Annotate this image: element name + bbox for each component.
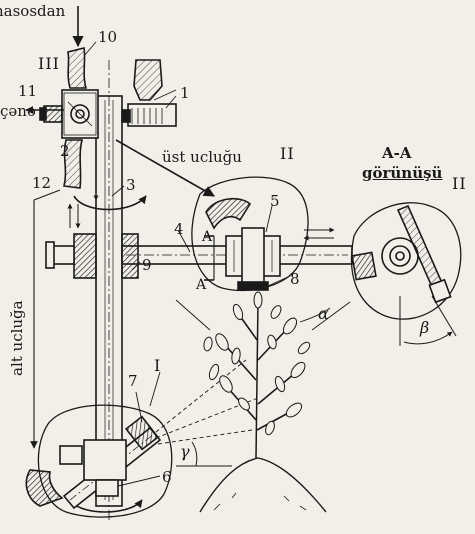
label-cene: çənə [0, 102, 36, 120]
label-gamma: γ [180, 442, 190, 461]
label-number-9: 9 [142, 256, 152, 274]
label-number-1: 1 [180, 84, 190, 102]
label-number-11: 11 [18, 82, 38, 100]
label-section-view: görünüşü [362, 164, 443, 182]
label-roman-II-main: II [280, 144, 295, 163]
label-section-title: A-A [382, 144, 412, 162]
label-beta: β [420, 318, 430, 337]
label-number-5: 5 [270, 192, 280, 210]
label-section-A-top: A [202, 229, 213, 245]
label-roman-III: III [38, 54, 60, 73]
vertical-column [95, 60, 123, 520]
upper-hose-10 [67, 47, 88, 89]
label-roman-II-section: II [452, 174, 467, 193]
section-A-A-view [350, 202, 462, 346]
label-section-A-bottom: A [196, 277, 207, 293]
label-number-4: 4 [174, 220, 184, 238]
lower-hose-12 [63, 139, 84, 189]
label-ust-uclugu: üst ucluğu [162, 148, 242, 166]
label-number-3: 3 [126, 176, 136, 194]
label-number-6: 6 [162, 468, 172, 486]
label-number-12: 12 [32, 174, 52, 192]
label-alpha: α [318, 304, 329, 323]
label-number-8: 8 [290, 270, 300, 288]
label-number-10: 10 [98, 28, 118, 46]
clamp-9 [45, 233, 139, 279]
detail-II-upper-nozzle [191, 176, 309, 292]
cutter-motor-1 [121, 59, 177, 127]
label-nasosdan: nasosdan [0, 2, 66, 20]
detail-I-lower-nozzle [25, 404, 173, 518]
label-number-2: 2 [60, 142, 70, 160]
label-alt-ucluga: alt ucluğa [8, 300, 26, 376]
label-number-7: 7 [128, 372, 138, 390]
label-roman-I: I [154, 356, 162, 375]
plant [199, 291, 327, 513]
top-clamp-block [39, 89, 99, 139]
